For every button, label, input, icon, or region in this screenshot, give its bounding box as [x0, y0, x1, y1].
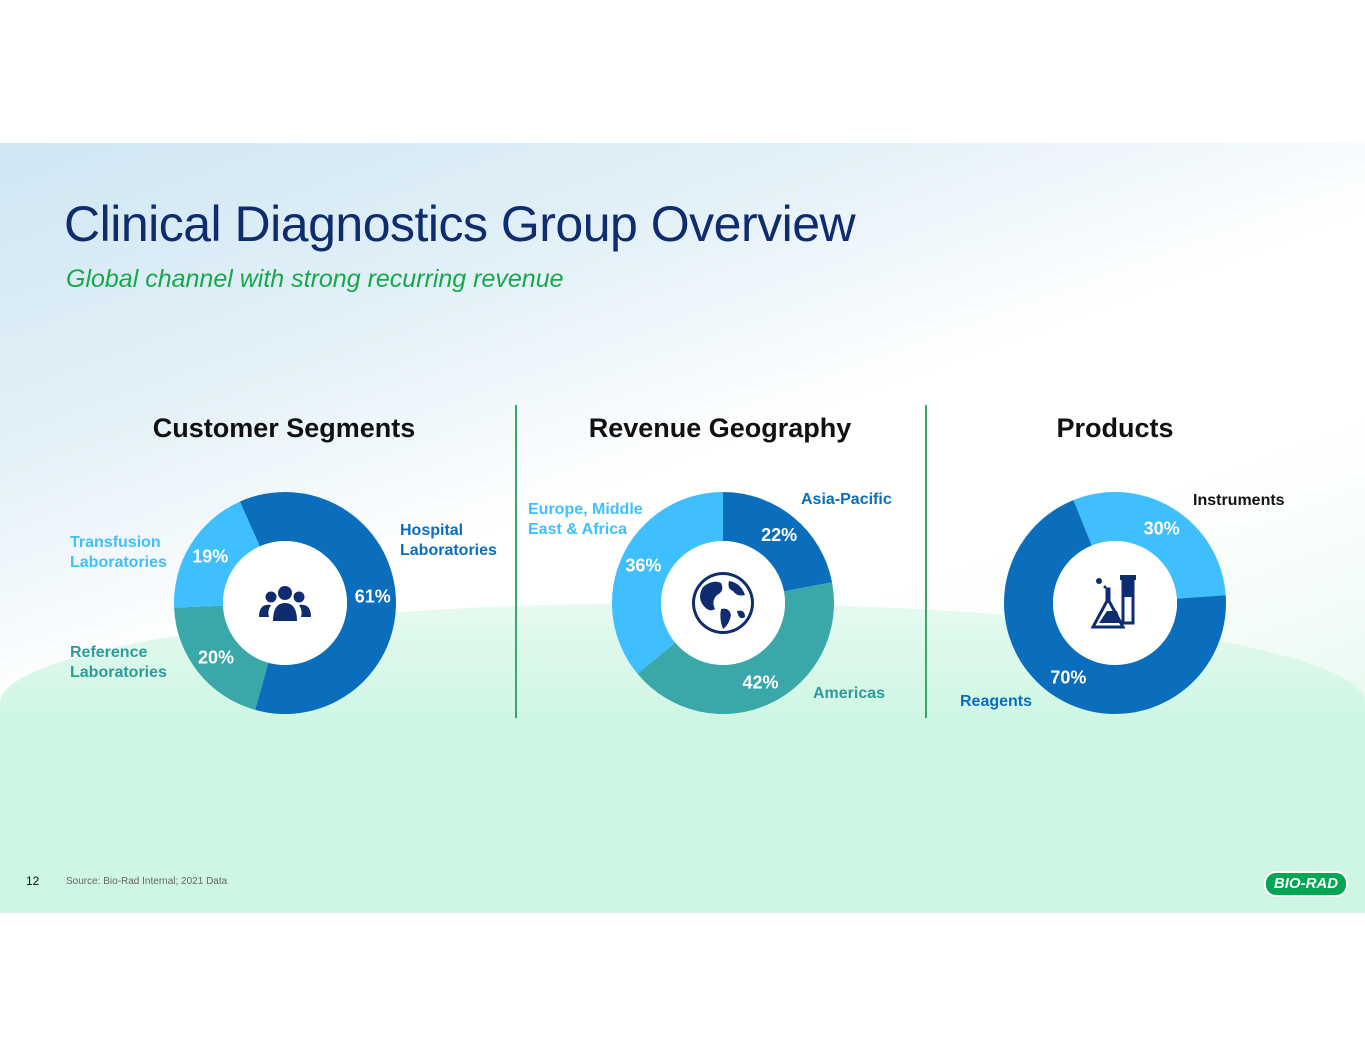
legend-reference-laboratories: Reference Laboratories — [70, 644, 167, 681]
donut-slice-instruments — [1073, 492, 1226, 599]
data-label: 19% — [192, 547, 228, 567]
slide: Clinical Diagnostics Group Overview Glob… — [0, 143, 1365, 913]
revenue-geography-title: Revenue Geography — [588, 413, 852, 443]
legend-asia-pacific: Asia-Pacific — [801, 491, 892, 508]
donut-slice-europe-middle-east-africa — [611, 492, 723, 674]
globe-icon — [692, 572, 754, 634]
data-label: 70% — [1050, 668, 1086, 688]
donut-charts: 61% 20% 19% 22% 42% 36% 30% 70% — [174, 492, 1226, 715]
data-label: 22% — [761, 525, 797, 545]
donut-slice-asia-pacific — [723, 492, 833, 592]
people-icon — [259, 586, 311, 621]
donut-hole — [1053, 541, 1177, 665]
legend-reagents: Reagents — [960, 693, 1033, 710]
data-label: 42% — [742, 673, 778, 693]
page-subtitle: Global channel with strong recurring rev… — [66, 265, 564, 293]
donut-slice-americas — [637, 582, 834, 715]
donut-slice-reference-laboratories — [174, 605, 269, 710]
donut-slice-reagents — [1004, 500, 1226, 714]
page-number: 12 — [26, 874, 40, 888]
donut-slice-transfusion-laboratories — [174, 501, 260, 608]
legend-americas: Americas — [813, 685, 886, 702]
divider — [515, 405, 517, 718]
source-note: Source: Bio-Rad Internal; 2021 Data — [66, 876, 228, 887]
data-label: 61% — [355, 587, 391, 607]
divider — [925, 405, 927, 718]
data-label: 20% — [198, 648, 234, 668]
customer-segments-title: Customer Segments — [152, 413, 416, 443]
legend-emea: Europe, Middle East & Africa — [528, 501, 643, 538]
data-label: 30% — [1144, 518, 1180, 538]
bio-rad-logo: BIO-RAD — [1264, 871, 1348, 897]
data-label: 36% — [625, 556, 661, 576]
page-title: Clinical Diagnostics Group Overview — [64, 196, 856, 252]
donut-slice-hospital-laboratories — [239, 492, 396, 715]
legend-transfusion-laboratories: Transfusion Laboratories — [70, 534, 167, 571]
flask-icon — [1090, 575, 1136, 629]
legend-instruments: Instruments — [1193, 492, 1285, 509]
legend-hospital-laboratories: Hospital Laboratories — [400, 522, 497, 559]
products-title: Products — [1056, 413, 1174, 443]
